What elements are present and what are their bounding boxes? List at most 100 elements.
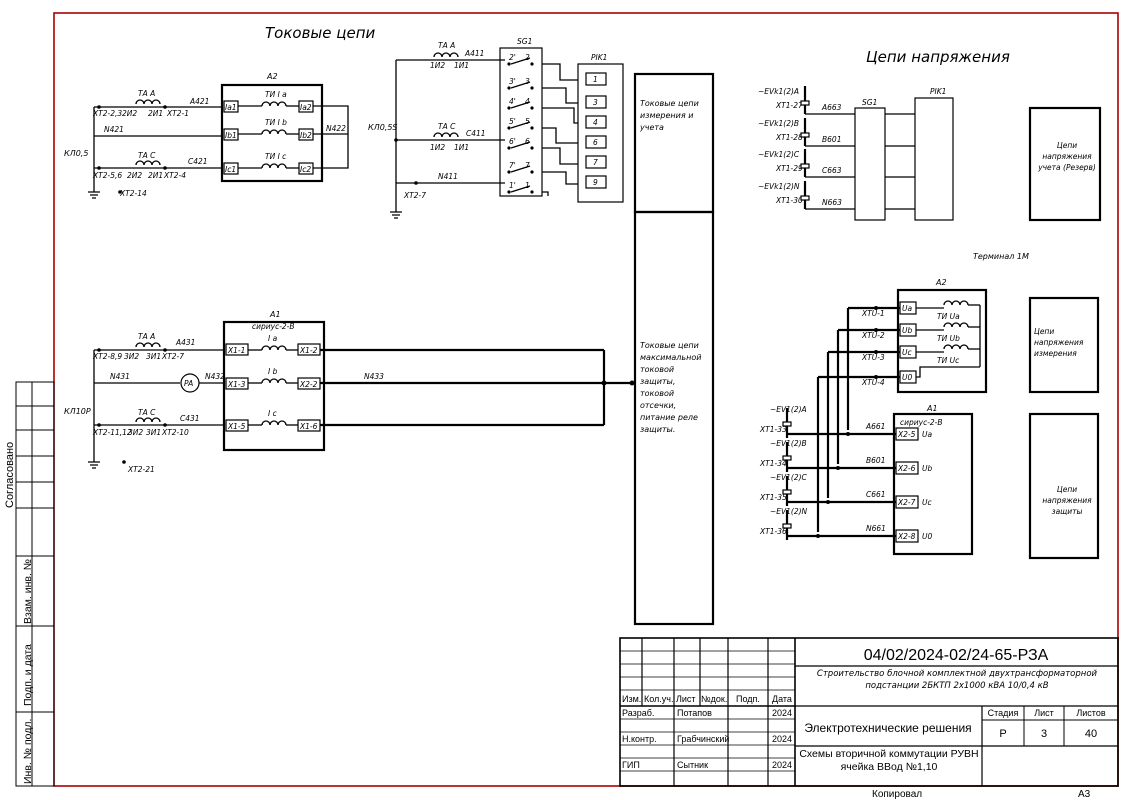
vb-wire-1: В601: [866, 456, 885, 465]
ta2-term-3: 1И1: [454, 143, 469, 152]
a2-out-0: Ia2: [300, 103, 312, 112]
vb-sig-0: Ua: [922, 430, 932, 439]
vm-in-2: Uc: [902, 348, 912, 357]
sg1-right-6: 1: [525, 181, 530, 190]
b-a1-in2: X1-5: [227, 422, 246, 431]
vb-sig-2: Uc: [922, 498, 932, 507]
vb-term-2: XT1-35: [759, 493, 787, 502]
vt-wire-1: В601: [822, 135, 841, 144]
voltage-top: ~EVk1(2)AXT1-27А663A'A2~EVk1(2)BXT1-28В6…: [758, 86, 1102, 222]
sg1-left-4: 6': [509, 137, 516, 146]
cable2-label: КЛ0,5S: [368, 123, 398, 132]
ta2-a-label: ТА А: [438, 41, 455, 50]
term-a-1: 2И2: [122, 109, 137, 118]
b-term-c3: XT2-10: [161, 428, 189, 437]
b-a1-sub: сириус-2-В: [252, 322, 295, 331]
b-wire-n433: N433: [364, 372, 384, 381]
b-term-a3: XT2-7: [161, 352, 184, 361]
vb-sig-3: U0: [922, 532, 932, 541]
b-wire-a431: А431: [175, 338, 195, 347]
tb-sheets: 40: [1085, 728, 1097, 740]
term-c-3: XT2-4: [163, 171, 186, 180]
b-term-c0: XT2-11,12: [92, 428, 132, 437]
term-c-2: 2И1: [148, 171, 163, 180]
b-a1-label: А1: [269, 310, 281, 319]
b-wire-n432: N432: [205, 372, 225, 381]
b-a1-coil1: I b: [268, 367, 278, 376]
tb-copied: Копировал: [872, 789, 922, 800]
v-sg1-label: SG1: [862, 98, 877, 107]
sg1-left-3: 5': [509, 117, 516, 126]
ta2-ground: XT2-7: [403, 191, 426, 200]
tb-head-5: Дата: [772, 694, 792, 704]
vt-feed-0: ~EVk1(2)A: [758, 87, 799, 96]
tb-name-1: Грабчинский: [677, 734, 729, 744]
tb-date-2: 2024: [772, 760, 792, 770]
vt-wire-3: N663: [822, 198, 842, 207]
ta-c-label: ТА С: [138, 151, 156, 160]
wire-n422: N422: [326, 124, 346, 133]
box-protection-text: Токовые цепи максимальной токовой защиты…: [640, 341, 702, 434]
tb-sheet-title: Схемы вторичной коммутации РУВН ячейка В…: [799, 748, 979, 773]
ta2-term-2: 1И2: [430, 143, 445, 152]
vt-wire-2: С663: [822, 166, 842, 175]
tb-project: Строительство блочной комплектной двухтр…: [816, 669, 1098, 691]
tb-head-3: №док.: [701, 694, 727, 704]
tb-sheets-label: Листов: [1076, 708, 1105, 718]
vb-a1-label: А1: [926, 404, 938, 413]
sg1-left-2: 4': [509, 97, 516, 106]
sg1-right-5: 7: [525, 161, 530, 170]
sg1-right-0: 2: [525, 53, 530, 62]
wire-c421: С421: [188, 157, 208, 166]
vm-coil-1: ТИ Ub: [937, 334, 960, 343]
vm-in-1: Ub: [902, 326, 912, 335]
sg1-left-0: 2': [509, 53, 516, 62]
vt-term-0: XT1-27: [775, 101, 803, 110]
tb-role-0: Разраб.: [622, 708, 654, 718]
vb-a1-sub: сириус-2-В: [900, 418, 943, 427]
sg1-left-5: 7': [509, 161, 516, 170]
term-c-0: XT2-5,6: [92, 171, 122, 180]
tb-sheet: 3: [1041, 728, 1047, 740]
tb-name-0: Потапов: [677, 708, 712, 718]
vm-a2-label: А2: [935, 278, 947, 287]
b-term-a2: 3И1: [146, 352, 161, 361]
vm-term-1: XTU-2: [861, 331, 885, 340]
v-box-reserve: Цепи напряжения учета (Резерв): [1038, 141, 1096, 172]
sg1-label: SG1: [517, 37, 532, 46]
vb-in-0: X2-5: [897, 430, 916, 439]
vm-term-3: XTU-4: [861, 378, 885, 387]
tb-stage: Р: [999, 728, 1006, 740]
a2-out-1: Ib2: [300, 131, 312, 140]
a2-rows: Ia1 Ia2 ТИ I a Ib1 Ib2 ТИ I b Ic1 Ic2 ТИ…: [223, 90, 314, 175]
vb-box-protect: Цепи напряжения защиты: [1042, 485, 1092, 516]
current-bottom-left: КЛ10Р ТА А XT2-8,9 3И2 3И1 XT2-7 А431 PA…: [64, 310, 635, 474]
a2-in-1: Ib1: [225, 131, 237, 140]
b-term-c2: 3И1: [146, 428, 161, 437]
b-term-a0: XT2-8,9: [92, 352, 122, 361]
term-a-0: XT2-2,3: [92, 109, 122, 118]
a2-coil-1: ТИ I b: [265, 118, 287, 127]
cable-label: КЛ0,5: [64, 149, 88, 158]
title-voltage: Цепи напряжения: [866, 48, 1010, 66]
b-a1-rows: X1-1 X1-2 I a X1-3 X2-2 I b X1-5 X1-6 I …: [225, 334, 321, 432]
ammeter-label: PA: [184, 379, 193, 388]
pik1-num-4: 7: [593, 158, 598, 167]
wire-a421: А421: [189, 97, 209, 106]
sg1-right-1: 3: [525, 77, 530, 86]
pik1-num-5: 9: [593, 178, 598, 187]
a2-in-2: Ic1: [225, 165, 236, 174]
ta2-wire-c: С411: [466, 129, 486, 138]
b-ta-a: ТА А: [138, 332, 155, 341]
vt-term-1: XT1-28: [775, 133, 803, 142]
vb-feed-2: ~EV1(2)C: [770, 473, 808, 482]
vb-wire-2: С661: [866, 490, 886, 499]
ta2-term-1: 1И1: [454, 61, 469, 70]
tb-role-2: ГИП: [622, 760, 640, 770]
label-terminal: Терминал 1М: [973, 252, 1029, 261]
wire-n421: N421: [104, 125, 124, 134]
stamp-sign-date: Подп. и дата: [22, 644, 34, 706]
sg1-left-1: 3': [509, 77, 516, 86]
ta2-term-0: 1И2: [430, 61, 445, 70]
